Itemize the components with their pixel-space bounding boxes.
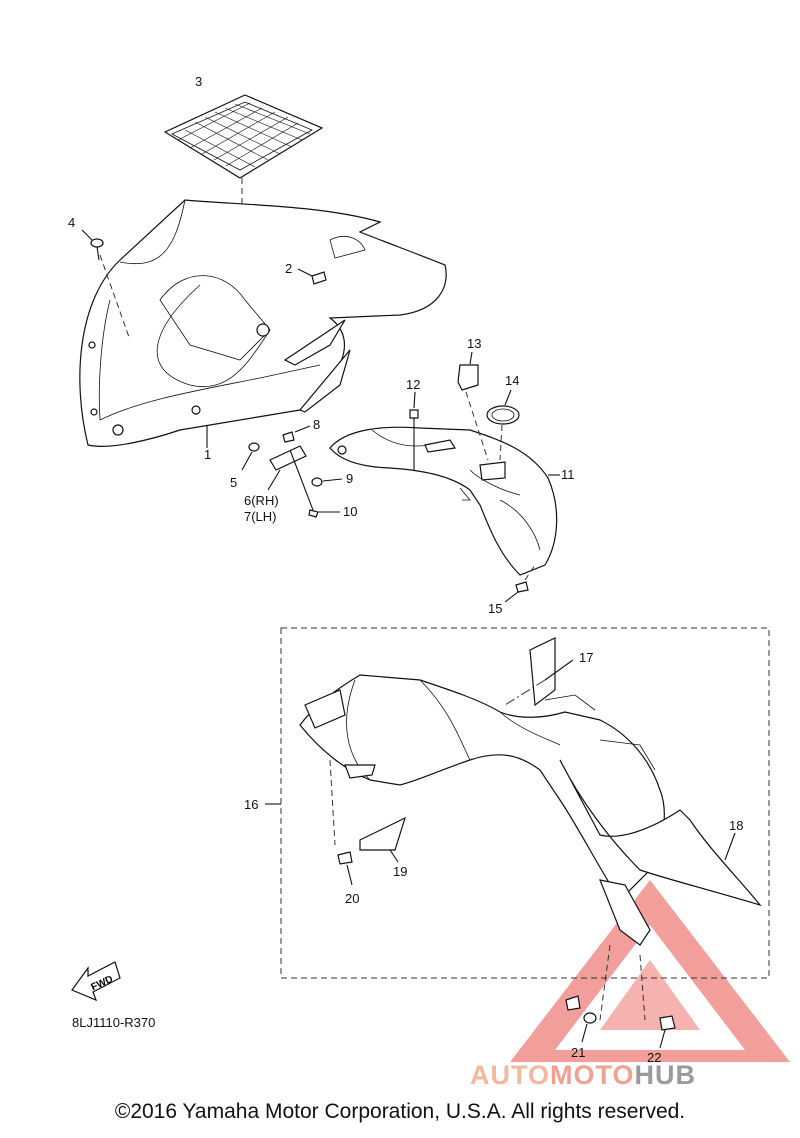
- callout-10: 10: [343, 504, 357, 519]
- callout-11: 11: [561, 467, 575, 482]
- part-4-bolt: [81, 229, 104, 261]
- callout-8: 8: [313, 417, 320, 432]
- part-2-screw: [297, 268, 327, 285]
- callout-2: 2: [285, 261, 292, 276]
- part-17-rear-cover: [299, 637, 665, 901]
- callout-19: 19: [393, 864, 407, 879]
- watermark-logo: [510, 880, 790, 1062]
- callout-13: 13: [467, 336, 481, 351]
- callout-labels: 1 2 3 4 5 6(RH) 7(LH) 8 9 10 11 12 13 14…: [68, 74, 743, 1065]
- part-18-side-cover: [559, 759, 762, 1021]
- callout-15: 15: [488, 601, 502, 616]
- part-11-inner-panel: [329, 426, 560, 576]
- part-16-group-box: [265, 627, 770, 979]
- callout-9: 9: [346, 471, 353, 486]
- callout-4: 4: [68, 215, 75, 230]
- callout-21: 21: [571, 1045, 585, 1060]
- callout-20: 20: [345, 891, 359, 906]
- parts-12-15: [409, 351, 536, 603]
- callout-12: 12: [406, 377, 420, 392]
- parts-5-10-hardware: [241, 425, 343, 518]
- fwd-arrow: FWD: [71, 961, 121, 1002]
- callout-5: 5: [230, 475, 237, 490]
- callout-16: 16: [244, 797, 258, 812]
- callout-14: 14: [505, 373, 519, 388]
- watermark-text: AUTOMOTOHUB: [470, 1060, 696, 1091]
- parts-19-22: [329, 759, 676, 1049]
- part-code: 8LJ1110-R370: [72, 1015, 156, 1030]
- callout-3: 3: [195, 74, 202, 89]
- callout-6: 6(RH): [244, 493, 279, 508]
- callout-7: 7(LH): [244, 509, 277, 524]
- callout-22: 22: [647, 1050, 661, 1065]
- copyright-notice: ©2016 Yamaha Motor Corporation, U.S.A. A…: [114, 1100, 686, 1123]
- callout-18: 18: [729, 818, 743, 833]
- part-1-front-cowling: [79, 199, 447, 448]
- watermark-text-auto: AUTO: [470, 1060, 551, 1090]
- watermark-text-moto: MOTO: [550, 1060, 635, 1090]
- part-3-mesh-grille: [163, 94, 324, 285]
- callout-1: 1: [204, 447, 211, 462]
- watermark-text-hub: HUB: [634, 1060, 697, 1090]
- callout-17: 17: [579, 650, 593, 665]
